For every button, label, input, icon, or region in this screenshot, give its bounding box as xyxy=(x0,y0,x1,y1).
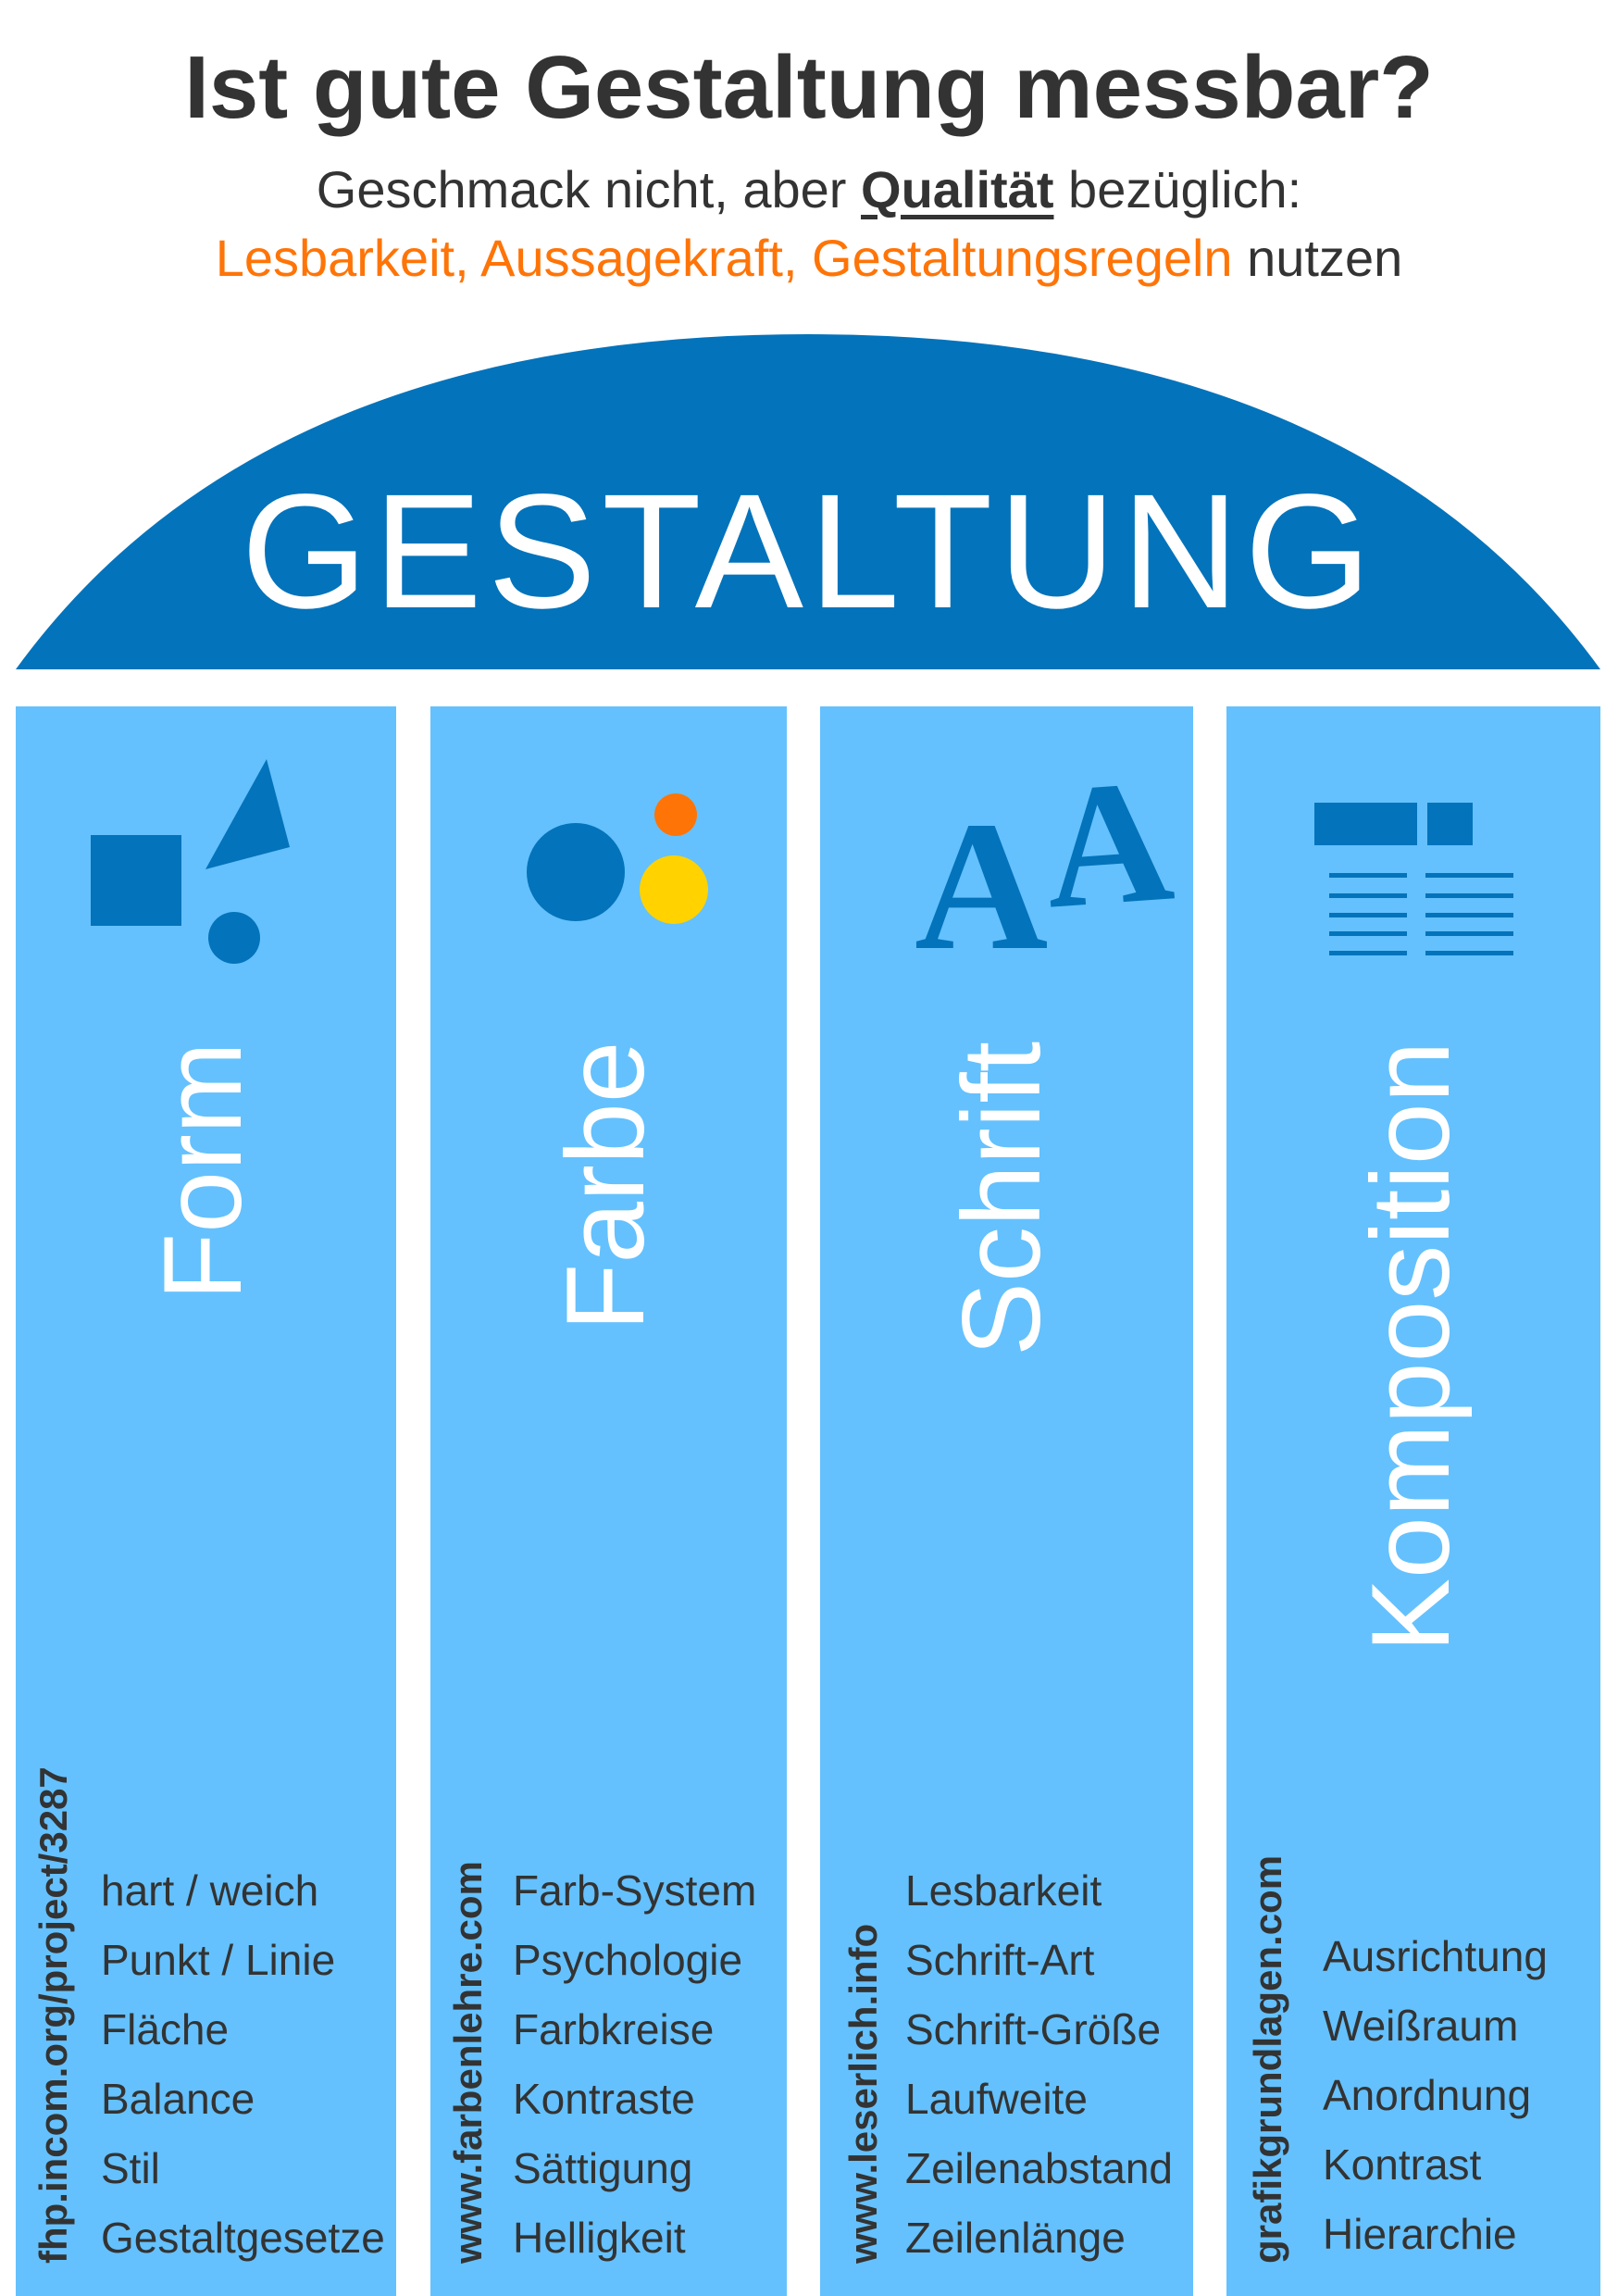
pillar-label-komposition: Komposition xyxy=(1349,1042,1473,1653)
list-item: Zeilenlänge xyxy=(905,2214,1126,2262)
color-dots-icon xyxy=(527,793,708,924)
source-link-komposition[interactable]: grafikgrundlagen.com xyxy=(1246,1854,1289,2264)
list-item: Laufweite xyxy=(905,2075,1088,2123)
list-item: Lesbarkeit xyxy=(905,1866,1102,1915)
list-item: Gestaltgesetze xyxy=(101,2214,385,2262)
list-item: Anordnung xyxy=(1323,2071,1532,2119)
subtitle-prefix: Geschmack nicht, aber xyxy=(316,160,862,218)
list-item: Psychologie xyxy=(513,1936,743,1984)
pillar-farbe xyxy=(430,706,787,2296)
pillar-label-farbe: Farbe xyxy=(543,1042,667,1332)
subtitle-emphasis: Qualität xyxy=(861,160,1054,218)
source-link-form[interactable]: fhp.incom.org/project/3287 xyxy=(31,1766,75,2264)
list-item: Ausrichtung xyxy=(1323,1932,1548,1980)
list-item: Helligkeit xyxy=(513,2214,686,2262)
list-item: Punkt / Linie xyxy=(101,1936,336,1984)
pillar-label-form: Form xyxy=(141,1042,265,1301)
form-topics: hart / weich Punkt / Linie Fläche Balanc… xyxy=(101,1856,385,2273)
pillar-form xyxy=(16,706,396,2296)
list-item: Hierarchie xyxy=(1323,2210,1517,2258)
subtitle-line-1: Geschmack nicht, aber Qualität bezüglich… xyxy=(0,159,1618,219)
list-item: Farb-System xyxy=(513,1866,757,1915)
list-item: Fläche xyxy=(101,2005,230,2053)
layout-icon xyxy=(1314,803,1513,955)
pillar-komposition xyxy=(1226,706,1600,2296)
subtitle-suffix: bezüglich: xyxy=(1053,160,1302,218)
letter-a-large: A xyxy=(915,784,1048,989)
list-item: Farbkreise xyxy=(513,2005,715,2053)
pillar-schrift xyxy=(820,706,1193,2296)
page-title: Ist gute Gestaltung messbar? xyxy=(184,38,1434,137)
list-item: Schrift-Größe xyxy=(905,2005,1162,2053)
pillar-label-schrift: Schrift xyxy=(940,1042,1064,1357)
subtitle-suffix-2: nutzen xyxy=(1232,229,1403,287)
list-item: Sättigung xyxy=(513,2144,693,2192)
schrift-topics: Lesbarkeit Schrift-Art Schrift-Größe Lau… xyxy=(905,1856,1173,2273)
list-item: hart / weich xyxy=(101,1866,319,1915)
list-item: Stil xyxy=(101,2144,160,2192)
subtitle-line-2: Lesbarkeit, Aussagekraft, Gestaltungsreg… xyxy=(0,228,1618,288)
list-item: Zeilenabstand xyxy=(905,2144,1173,2192)
subtitle-highlight: Lesbarkeit, Aussagekraft, Gestaltungsreg… xyxy=(215,229,1233,287)
list-item: Schrift-Art xyxy=(905,1936,1095,1984)
letter-a-distressed: A xyxy=(1039,743,1179,946)
typography-icon: A A xyxy=(915,743,1178,989)
dome-shape xyxy=(16,334,1600,669)
pillar-icons: A A xyxy=(91,743,1513,989)
komposition-topics: Ausrichtung Weißraum Anordnung Kontrast … xyxy=(1323,1922,1548,2269)
source-link-schrift[interactable]: www.leserlich.info xyxy=(841,1923,885,2264)
list-item: Kontrast xyxy=(1323,2140,1482,2189)
list-item: Kontraste xyxy=(513,2075,695,2123)
dome-label: GESTALTUNG xyxy=(241,461,1377,643)
farbe-topics: Farb-System Psychologie Farbkreise Kontr… xyxy=(513,1856,756,2273)
source-link-farbe[interactable]: www.farbenlehre.com xyxy=(446,1861,490,2264)
list-item: Weißraum xyxy=(1323,2002,1519,2050)
shapes-icon xyxy=(91,759,290,964)
list-item: Balance xyxy=(101,2075,255,2123)
